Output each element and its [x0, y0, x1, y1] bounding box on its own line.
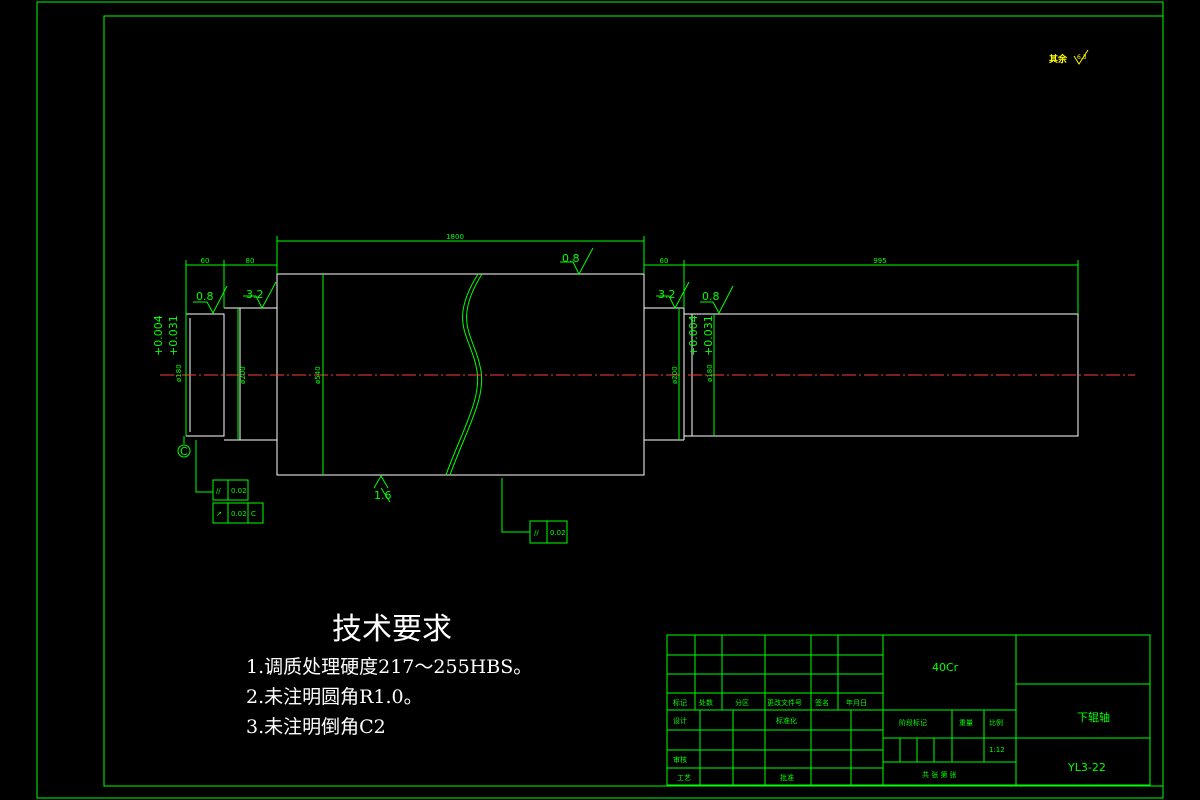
gdt3-value: 0.02 [550, 529, 566, 537]
dim-text-60-right: 60 [660, 257, 669, 265]
gdt2-symbol: ↗ [216, 510, 222, 518]
label-weight: 重量 [959, 719, 973, 727]
roughness-roller-bottom: 1.6 [373, 475, 392, 503]
datum-c: C [177, 436, 191, 458]
tech-req-item-3: 3.未注明倒角C2 [246, 716, 386, 738]
shaft-drawing [160, 273, 1135, 476]
outer-border [36, 1, 1164, 799]
material: 40Cr [932, 661, 959, 674]
datum-circle [177, 444, 191, 458]
gdt3-symbol: // [534, 529, 539, 537]
technical-requirements: 技术要求 1.调质处理硬度217～255HBS。 2.未注明圆角R1.0。 3.… [246, 612, 532, 738]
label-design: 设计 [673, 716, 687, 725]
dia-text-right-shoulder: ø200 [671, 366, 679, 384]
dia-text-left-journal: ø180 [175, 364, 183, 382]
th-mark: 标记 [673, 698, 687, 707]
svg-text:3.2: 3.2 [246, 288, 264, 301]
left-journal-outline [186, 313, 225, 437]
inner-frame [103, 15, 1164, 787]
drawing-number: YL3-22 [1067, 761, 1106, 774]
th-date: 年月日 [846, 698, 867, 707]
gdt2-datum: C [251, 510, 256, 518]
label-approve: 批准 [780, 773, 794, 782]
gdt-frame-roller: // 0.02 [501, 478, 568, 544]
tech-req-item-2: 2.未注明圆角R1.0。 [246, 686, 423, 708]
roughness-symbols: 0.8 3.2 0.8 1.6 3.2 0.8 [193, 247, 734, 503]
dia-text-right-journal: ø180 [706, 364, 714, 382]
tol-left-upper: +0.031 [167, 315, 180, 356]
tech-req-title: 技术要求 [332, 612, 452, 647]
right-shaft-outline [684, 313, 1079, 437]
label-standardization: 标准化 [776, 716, 797, 725]
scale-value: 1:12 [989, 746, 1005, 754]
roughness-left-shoulder: 3.2 [243, 281, 277, 310]
svg-text:0.8: 0.8 [196, 290, 214, 303]
roughness-right-journal: 0.8 [700, 285, 734, 315]
dim-text-60-left: 60 [201, 257, 210, 265]
label-ratio: 比例 [989, 718, 1003, 727]
label-sheets: 共 张 第 张 [922, 770, 957, 779]
label-review: 审核 [673, 755, 687, 764]
general-roughness-value: 6.3 [1077, 54, 1087, 61]
svg-text:0.8: 0.8 [562, 252, 580, 265]
th-sign: 签名 [815, 698, 829, 707]
roughness-roller-top: 0.8 [560, 247, 594, 276]
gdt1-symbol: // [216, 487, 221, 495]
label-stage-mark: 阶段标记 [899, 718, 927, 727]
dim-text-1800: 1800 [446, 233, 464, 241]
gdt-frame-left: // 0.02 ↗ 0.02 C [195, 440, 264, 524]
th-change-doc: 更改文件号 [767, 698, 802, 707]
svg-text:1.6: 1.6 [374, 489, 392, 502]
svg-text:0.8: 0.8 [702, 290, 720, 303]
general-roughness-symbol: 6.3 [1073, 49, 1089, 65]
diameter-dimensions: ø180 ø200 ø540 ø200 ø180 [175, 274, 715, 475]
horizontal-dimensions: 1800 60 80 60 995 [185, 233, 1079, 314]
tol-right-lower: +0.004 [687, 315, 700, 356]
tol-right-upper: +0.031 [702, 315, 715, 356]
dim-text-995: 995 [873, 257, 886, 265]
th-count: 处数 [699, 698, 713, 707]
general-roughness-label: 其余 [1049, 53, 1068, 65]
title-block: 标记 处数 分区 更改文件号 签名 年月日 设计 标准化 审核 工艺 批准 40… [666, 634, 1151, 786]
svg-text:3.2: 3.2 [658, 288, 676, 301]
break-line-2 [449, 273, 483, 476]
tol-left-lower: +0.004 [152, 315, 165, 356]
roughness-right-shoulder: 3.2 [656, 281, 690, 310]
break-line-1 [445, 273, 479, 476]
part-name: 下辊轴 [1077, 710, 1110, 724]
tech-req-item-1: 1.调质处理硬度217～255HBS。 [246, 656, 532, 678]
roughness-left-journal: 0.8 [193, 285, 228, 315]
gdt2-value: 0.02 [231, 510, 247, 518]
label-process: 工艺 [677, 774, 691, 782]
datum-letter: C [180, 445, 188, 458]
th-zone: 分区 [735, 698, 749, 707]
dia-text-left-shoulder: ø200 [239, 366, 247, 384]
dia-text-roller: ø540 [314, 366, 322, 384]
gdt1-value: 0.02 [231, 487, 247, 495]
tolerance-values: +0.004 +0.031 +0.004 +0.031 [152, 315, 715, 356]
dim-text-80: 80 [246, 257, 255, 265]
